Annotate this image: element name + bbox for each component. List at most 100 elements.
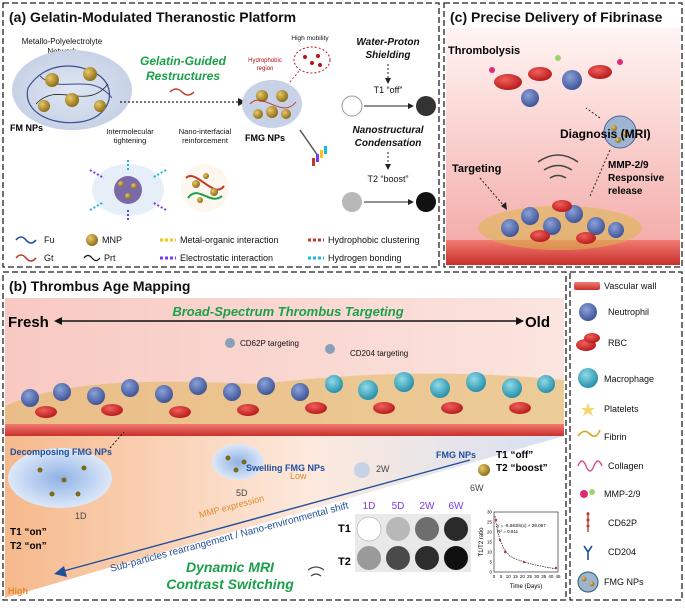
swelling-label: Swelling FMG NPs — [246, 463, 325, 473]
network-label: Metallo-Polyelectrolyte — [22, 37, 103, 46]
fresh-t2-label: T2 “on” — [10, 541, 47, 552]
legend-fu: Fu — [44, 235, 55, 245]
mmp-release-label: release — [608, 186, 643, 197]
cd204-icon — [583, 545, 593, 560]
mnp-icon — [86, 234, 98, 246]
gelatin-restructures-label: Gelatin-Guided — [140, 54, 227, 68]
time-6w: 6W — [470, 483, 484, 493]
t1-after-circle — [416, 96, 436, 116]
panel-a-frame — [2, 2, 440, 268]
t2-2w-cell — [415, 546, 439, 570]
plot-ytick: 20 — [487, 530, 493, 535]
rearrange-arrow — [59, 459, 471, 573]
time-5d: 5D — [236, 488, 248, 498]
vascular-wall-icon — [574, 282, 600, 290]
gelatin-restructures-label-2: Restructures — [146, 69, 220, 83]
plot-ytick: 25 — [487, 520, 493, 525]
lysed-clot-debris — [489, 55, 623, 107]
tightening-cluster — [89, 160, 167, 220]
neutrophil-icon — [579, 303, 597, 321]
plot-ytick: 5 — [489, 560, 492, 565]
plot-xlabel: Time (Days) — [510, 584, 542, 590]
prt-icon — [83, 254, 101, 262]
diagnosis-label: Diagnosis (MRI) — [560, 127, 651, 141]
legend-item-cd62p: CD62P — [608, 518, 637, 528]
legend-prt: Prt — [104, 253, 116, 263]
plot-xtick: 10 — [506, 574, 512, 579]
old-label: Old — [525, 314, 550, 331]
legend-right: Vascular wall Neutrophil RBC Macrophage … — [574, 281, 656, 593]
fmg-nps-icon — [577, 571, 599, 593]
reinforcement-cluster — [181, 164, 229, 212]
plot-r2: R² = 0.911 — [497, 529, 519, 534]
t1-6w-cell — [444, 517, 468, 541]
condensation-label-2: Condensation — [355, 138, 422, 149]
condensation-label: Nanostructural — [352, 125, 423, 136]
plot-xtick: 5 — [500, 574, 503, 579]
restructure-arrowhead — [238, 98, 246, 106]
t2-5d-cell — [386, 546, 410, 570]
plot-ytick: 30 — [487, 510, 493, 515]
hydrophobic-region-label-2: region — [257, 66, 274, 72]
tightening-label: Intermolecular — [106, 127, 154, 136]
plot-frame — [493, 511, 559, 573]
tightening-label-2: tightening — [114, 136, 147, 145]
panel-c-thrombus — [478, 200, 642, 250]
grid-row-t1: T1 — [338, 523, 351, 535]
cd204-label: CD204 targeting — [350, 349, 408, 358]
old-t2-label: T2 “boost” — [496, 463, 548, 474]
hydrophobic-region-zoom — [293, 46, 331, 74]
legend-electro: Electrostatic interaction — [180, 253, 273, 263]
water-shielding-label-2: Shielding — [366, 50, 411, 61]
panel-c-title: (c) Precise Delivery of Fibrinase — [450, 9, 663, 25]
legend-item-cd204: CD204 — [608, 547, 636, 557]
grid-col-1d: 1D — [363, 501, 376, 512]
legend-mnp: MNP — [102, 235, 122, 245]
legend-item-mmp: MMP-2/9 — [604, 489, 641, 499]
t2-1d-cell — [357, 546, 381, 570]
collagen-icon — [577, 460, 603, 472]
legend-item-macrophage: Macrophage — [604, 374, 654, 384]
decomposing-fmg-blob — [8, 448, 112, 508]
broad-spectrum-banner: Broad-Spectrum Thrombus Targeting — [172, 304, 403, 319]
panel-b-vessel-wall — [5, 424, 564, 436]
plot-xtick: 45 — [555, 574, 561, 579]
platelet-icon — [581, 403, 595, 416]
water-shielding-label: Water-Proton — [356, 37, 419, 48]
targeting-label: Targeting — [452, 163, 501, 175]
grid-col-2w: 2W — [420, 501, 436, 512]
fresh-label: Fresh — [8, 314, 49, 331]
t2-after-circle — [416, 192, 436, 212]
decomposing-label: Decomposing FMG NPs — [10, 447, 112, 457]
legend-metal: Metal-organic interaction — [180, 235, 279, 245]
plot-ytick: 10 — [487, 550, 493, 555]
fresh-t1-label: T1 “on” — [10, 527, 47, 538]
t1-off-label: T1 “off” — [374, 85, 403, 95]
fmg-nps-label: FMG NPs — [245, 133, 285, 143]
legend-item-platelets: Platelets — [604, 404, 639, 414]
legend-gt: Gt — [44, 253, 54, 263]
fmg-2w-particle — [354, 462, 370, 478]
fm-nps-label: FM NPs — [10, 123, 43, 133]
t2-boost-label: T2 “boost” — [367, 174, 408, 184]
plot-ytick: 15 — [487, 540, 493, 545]
dynamic-mri-label-2: Contrast Switching — [166, 576, 294, 592]
t1-5d-cell — [386, 517, 410, 541]
gelatin-strand-icon — [169, 88, 195, 96]
mri-contrast-grid: T1 T2 1D 5D 2W 6W — [338, 501, 471, 572]
plot-xtick: 20 — [520, 574, 526, 579]
grid-col-5d: 5D — [392, 501, 405, 512]
mmp-responsive-label: Responsive — [608, 173, 665, 184]
dynamic-mri-label: Dynamic MRI — [186, 559, 275, 575]
time-2w: 2W — [376, 464, 390, 474]
plot-xtick: 25 — [527, 574, 533, 579]
legend-hydrophobic: Hydrophobic clustering — [328, 235, 420, 245]
high-mobility-label: High mobility — [291, 35, 329, 42]
plot-xtick: 30 — [534, 574, 540, 579]
legend-item-vascular-wall: Vascular wall — [604, 281, 656, 291]
fm-nps-network — [12, 50, 132, 130]
